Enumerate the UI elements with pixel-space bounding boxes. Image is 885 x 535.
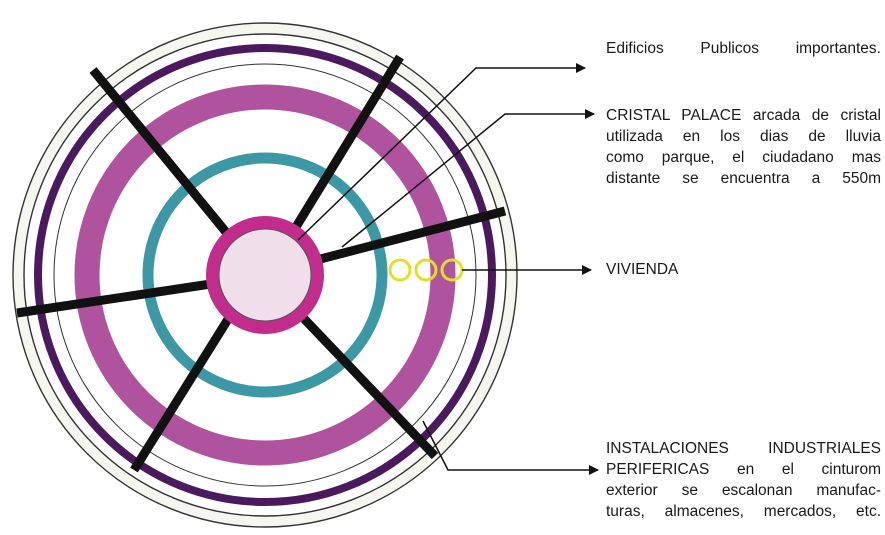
industrial-line: INSTALACIONES INDUSTRIALES	[606, 440, 881, 457]
vivienda-label: VIVIENDA	[606, 261, 679, 278]
industrial-leader	[422, 420, 599, 475]
road-north-east	[284, 54, 404, 243]
industrial-line: exterior se escalonan manufac-	[606, 482, 881, 499]
industrial-line: PERIFERICAS en el cinturom	[606, 461, 881, 478]
cristal-palace-line: CRISTAL PALACE arcada de cristal	[606, 107, 881, 124]
industrial-belt-outline	[53, 63, 477, 487]
dark-purple-ring	[34, 44, 496, 506]
public-buildings-label: Edificios Publicos importantes.	[606, 40, 881, 57]
public-buildings-leader	[297, 63, 586, 241]
cristal-palace-label: CRISTAL PALACE arcada de cristal utiliza…	[606, 105, 881, 189]
central-garden	[218, 228, 312, 322]
road-west	[16, 277, 225, 318]
housing-marker	[388, 258, 412, 282]
radial-roads	[16, 54, 507, 473]
road-south-east	[286, 300, 439, 460]
cristal-palace-line: como parque, el ciudadano mas	[606, 149, 881, 166]
housing-marker	[414, 258, 438, 282]
industrial-label: INSTALACIONES INDUSTRIALES PERIFERICAS e…	[606, 438, 881, 522]
road-east	[303, 206, 507, 268]
road-north-west	[89, 67, 248, 257]
cristal-palace-line: distante se encuentra a 550m	[606, 170, 881, 187]
teal-ring	[142, 152, 388, 398]
road-south-west	[130, 305, 239, 473]
industrial-line: turas, almacenes, mercados, etc.	[606, 503, 881, 520]
cristal-palace-line: utilizada en los dias de lluvia	[606, 128, 881, 145]
cristal-palace-leader	[341, 109, 595, 248]
